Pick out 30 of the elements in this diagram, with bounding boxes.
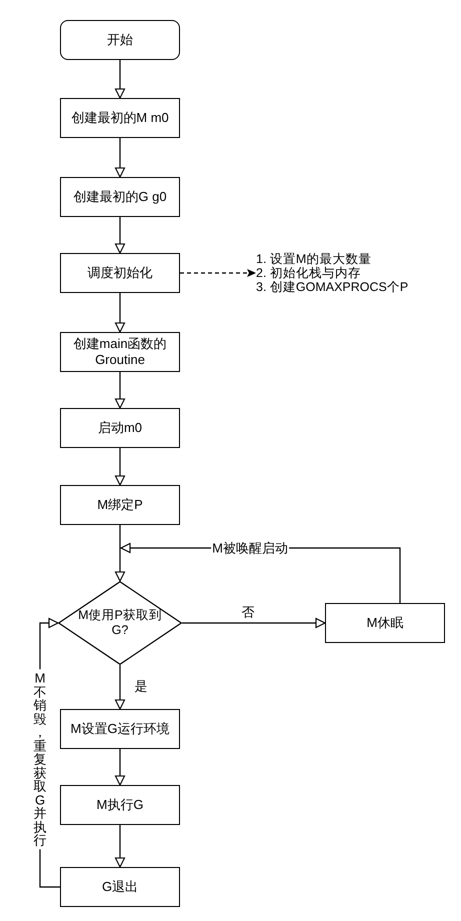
dashed-arrow <box>180 269 256 277</box>
arrow <box>114 138 126 178</box>
process-box: G退出 <box>60 867 180 907</box>
arrow <box>182 618 326 628</box>
edge-label: 是 <box>134 678 148 694</box>
process-box: M绑定P <box>60 485 180 525</box>
start-box: 开始 <box>60 20 180 60</box>
process-box: M执行G <box>60 785 180 825</box>
edge-label: M被唤醒启动 <box>211 540 289 556</box>
process-box: 创建最初的M m0 <box>60 98 180 138</box>
arrow <box>114 60 126 99</box>
arrow <box>114 372 126 409</box>
process-box: 启动m0 <box>60 408 180 448</box>
arrow <box>114 293 126 333</box>
process-box: 调度初始化 <box>60 253 180 293</box>
arrow <box>114 548 126 582</box>
edge-label: 否 <box>240 604 256 620</box>
note-text: 1. 设置M的最大数量 2. 初始化栈与内存 3. 创建GOMAXPROCS个P <box>256 252 408 294</box>
arrow <box>114 217 126 254</box>
connector-line <box>119 525 121 548</box>
arrow <box>114 448 126 486</box>
process-box: M休眠 <box>325 603 445 643</box>
arrow <box>114 665 126 710</box>
edge-label: M不销毁，重复获取G并执行 <box>32 669 48 849</box>
decision-diamond: M使用P获取到 G? <box>58 581 182 665</box>
process-box: M设置G运行环境 <box>60 709 180 749</box>
arrow <box>114 825 126 868</box>
arrow <box>114 749 126 786</box>
process-box: 创建main函数的 Groutine <box>60 332 180 372</box>
process-box: 创建最初的G g0 <box>60 177 180 217</box>
